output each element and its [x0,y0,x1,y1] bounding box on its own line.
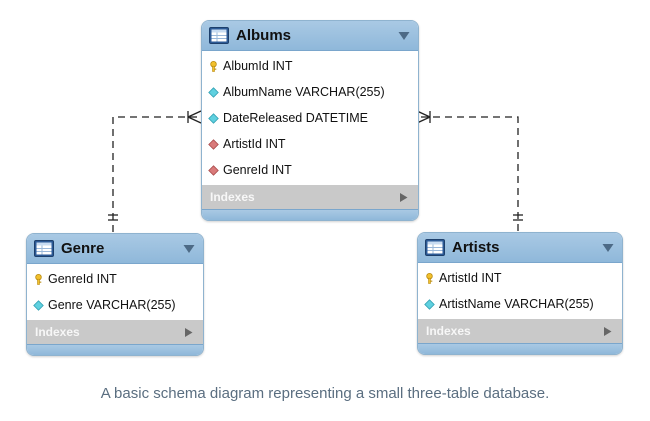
connector-line-genre-albums [112,116,201,232]
entity-albums[interactable]: Albums AlbumId INT AlbumName VARCHAR(255… [201,20,419,221]
expand-triangle-icon[interactable] [184,327,193,338]
entity-genre[interactable]: Genre GenreId INT Genre VARCHAR(255) [26,233,204,356]
column-row[interactable]: AlbumId INT [202,53,418,79]
column-name: ArtistId INT [223,137,286,151]
entity-albums-footer [202,209,418,220]
collapse-triangle-icon[interactable] [183,244,195,254]
table-icon [34,240,54,257]
collapse-triangle-icon[interactable] [602,243,614,253]
primary-key-icon [35,273,42,285]
entity-artists-columns: ArtistId INT ArtistName VARCHAR(255) [418,263,622,319]
expand-triangle-icon[interactable] [399,192,408,203]
column-name: GenreId INT [48,272,117,286]
column-row[interactable]: ArtistId INT [202,131,418,157]
column-row[interactable]: GenreId INT [27,266,203,292]
diagram-caption: A basic schema diagram representing a sm… [100,385,550,402]
table-icon [209,27,229,44]
entity-artists[interactable]: Artists ArtistId INT ArtistName VARCHAR(… [417,232,623,355]
relationship-genre-albums [108,110,202,232]
connector-line-artists-albums [417,116,519,231]
expand-triangle-icon[interactable] [603,326,612,337]
many-marker-albums-left-prong-top [187,110,202,118]
column-diamond-icon [208,86,219,98]
column-row[interactable]: GenreId INT [202,157,418,183]
column-name: DateReleased DATETIME [223,111,368,125]
many-marker-albums-left-prong-bottom [187,116,202,124]
entity-genre-columns: GenreId INT Genre VARCHAR(255) [27,264,203,320]
indexes-label: Indexes [35,325,80,339]
column-diamond-icon [208,112,219,124]
indexes-section[interactable]: Indexes [202,185,418,209]
entity-genre-header[interactable]: Genre [27,234,203,264]
entity-albums-header[interactable]: Albums [202,21,418,51]
indexes-label: Indexes [426,324,471,338]
column-row[interactable]: AlbumName VARCHAR(255) [202,79,418,105]
relationship-artists-albums [416,110,523,231]
column-row[interactable]: Genre VARCHAR(255) [27,292,203,318]
entity-artists-title: Artists [452,239,500,256]
column-name: AlbumId INT [223,59,293,73]
primary-key-icon [426,272,433,284]
primary-key-icon [210,60,217,72]
entity-albums-title: Albums [236,27,292,44]
column-diamond-icon [424,298,435,310]
entity-genre-title: Genre [61,240,105,257]
table-icon [425,239,445,256]
column-name: ArtistId INT [439,271,502,285]
column-name: Genre VARCHAR(255) [48,298,176,312]
column-name: ArtistName VARCHAR(255) [439,297,594,311]
column-row[interactable]: DateReleased DATETIME [202,105,418,131]
collapse-triangle-icon[interactable] [398,31,410,41]
column-row[interactable]: ArtistId INT [418,265,622,291]
entity-artists-header[interactable]: Artists [418,233,622,263]
column-name: AlbumName VARCHAR(255) [223,85,385,99]
foreign-key-diamond-icon [208,164,219,176]
foreign-key-diamond-icon [208,138,219,150]
entity-artists-footer [418,343,622,354]
column-row[interactable]: ArtistName VARCHAR(255) [418,291,622,317]
indexes-section[interactable]: Indexes [27,320,203,344]
column-name: GenreId INT [223,163,292,177]
entity-genre-footer [27,344,203,355]
column-diamond-icon [33,299,44,311]
entity-albums-columns: AlbumId INT AlbumName VARCHAR(255) DateR… [202,51,418,185]
indexes-section[interactable]: Indexes [418,319,622,343]
indexes-label: Indexes [210,190,255,204]
